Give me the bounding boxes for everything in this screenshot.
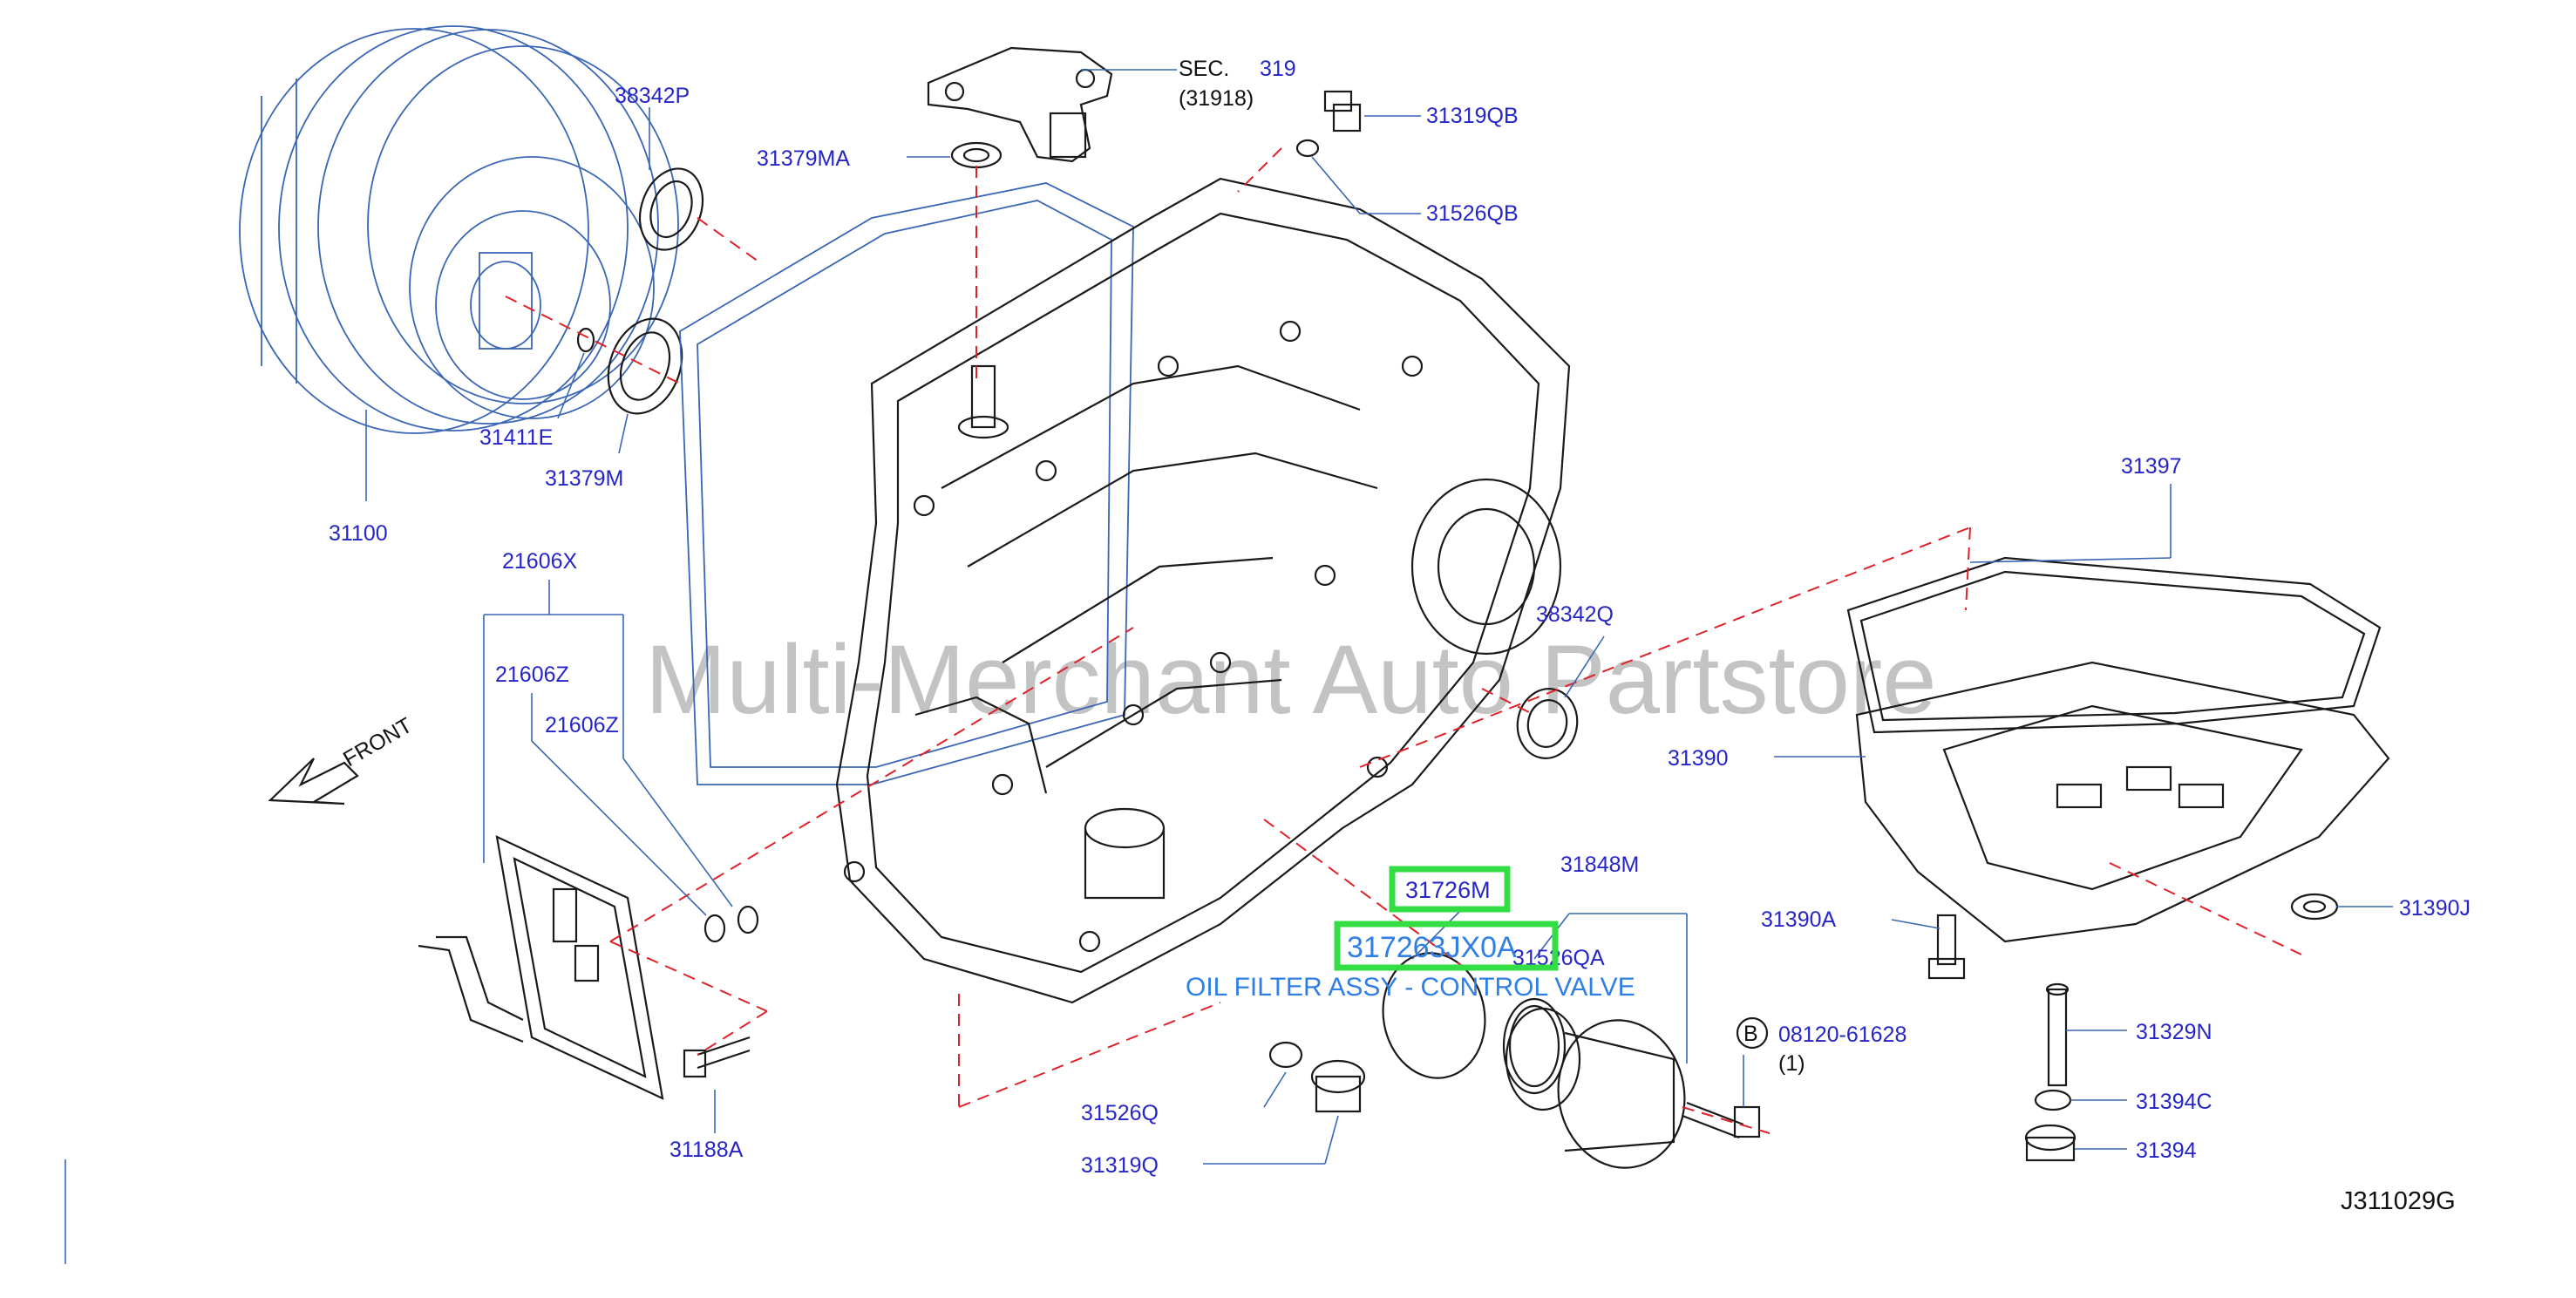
front-arrow-icon [268,758,359,805]
highlight-description: OIL FILTER ASSY - CONTROL VALVE [1186,973,1635,1002]
bolt-31390A-drawing [1927,914,1966,980]
tube-31329N-drawing [2045,982,2070,1087]
o-rings-21606Z-drawing [703,905,759,943]
front-label: FRONT [339,713,417,771]
sec-ref-sub: (31918) [1179,86,1254,111]
label-31379MA[interactable]: 31379MA [757,146,850,171]
washer-31390J-drawing [2290,893,2339,921]
label-31379M[interactable]: 31379M [545,466,623,491]
label-21606Z-2[interactable]: 21606Z [545,713,619,737]
callout-b-circle [1736,1016,1769,1050]
label-31319Q[interactable]: 31319Q [1081,1153,1159,1178]
washer-31394C-drawing [2034,1089,2072,1111]
highlight-box-alt [1334,921,1559,971]
label-21606X[interactable]: 21606X [502,549,578,574]
alignment-lines [505,147,2302,1134]
label-38342P[interactable]: 38342P [615,84,690,108]
sec-ref-prefix: SEC. [1179,57,1229,81]
highlight-alt-part-number[interactable]: 317263JX0A [1347,931,1517,964]
label-31390A[interactable]: 31390A [1761,907,1837,932]
label-31319QB[interactable]: 31319QB [1426,104,1519,128]
bolt-08120-drawing [1682,1101,1761,1139]
label-38342Q[interactable]: 38342Q [1536,602,1614,627]
washer-31379MA-drawing [950,141,1003,169]
label-31390J[interactable]: 31390J [2399,896,2471,921]
sensor-drawing [927,46,1113,163]
sec-ref-number[interactable]: 319 [1260,57,1296,81]
torque-converter-drawing [239,25,679,434]
highlight-part-number[interactable]: 31726M [1405,877,1491,903]
oil-filter-drawing [1382,952,1686,1169]
washer-31526Q-drawing [1268,1041,1303,1069]
label-31394C[interactable]: 31394C [2136,1090,2212,1114]
label-31526Q[interactable]: 31526Q [1081,1101,1159,1125]
seal-31379M-drawing [607,317,683,415]
label-31100[interactable]: 31100 [329,521,388,546]
plug-31394-drawing [2024,1124,2076,1162]
highlight-box-part [1389,866,1511,913]
label-31411E[interactable]: 31411E [479,425,553,450]
oil-cooler-drawing [418,835,664,1100]
label-31188A[interactable]: 31188A [669,1138,744,1162]
bolt-31188A-drawing [683,1036,751,1078]
o-ring-31411E-drawing [576,327,595,353]
plug-31319QB-drawing [1323,90,1362,133]
label-31526QB[interactable]: 31526QB [1426,201,1519,226]
label-31394[interactable]: 31394 [2136,1138,2197,1163]
label-21606Z-1[interactable]: 21606Z [495,663,569,687]
oil-pan-gasket-drawing [1846,556,2382,734]
o-ring-31526QA-drawing [1502,997,1567,1095]
transmission-case-drawing [679,177,1571,1004]
label-31329N[interactable]: 31329N [2136,1020,2212,1044]
leader-lines [65,69,2393,1264]
washer-31526QB-drawing [1295,139,1320,158]
label-31848M[interactable]: 31848M [1560,853,1639,877]
label-31390[interactable]: 31390 [1668,746,1729,771]
seal-38342Q-drawing [1516,688,1579,759]
plug-31319Q-drawing [1310,1059,1366,1113]
label-31397[interactable]: 31397 [2121,454,2182,479]
watermark: Multi-Merchant Auto Partstore [645,625,1936,734]
label-08120-61628[interactable]: 08120-61628 [1778,1023,1907,1047]
callout-b-letter: B [1743,1022,1758,1046]
bolt-ref-qty: (1) [1778,1051,1805,1076]
figure-code: J311029G [2341,1187,2456,1215]
oil-pan-drawing [1855,661,2390,943]
